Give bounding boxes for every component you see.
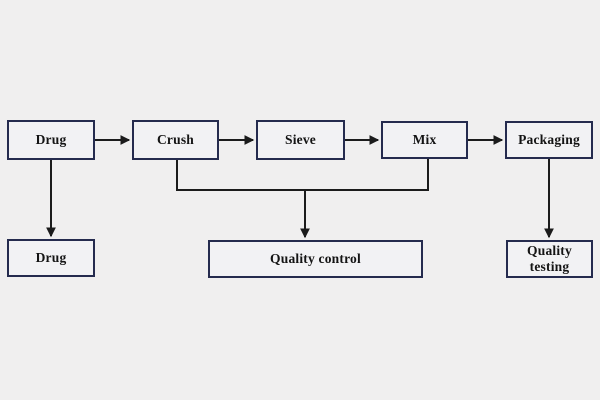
edge-crush-mix-merge-line xyxy=(176,159,429,191)
node-quality-testing: Quality testing xyxy=(506,240,593,278)
node-crush: Crush xyxy=(132,120,219,160)
node-sieve: Sieve xyxy=(256,120,345,160)
node-drug-store: Drug xyxy=(7,239,95,277)
node-mix: Mix xyxy=(381,121,468,159)
node-drug-source: Drug xyxy=(7,120,95,160)
node-packaging: Packaging xyxy=(505,121,593,159)
node-quality-control: Quality control xyxy=(208,240,423,278)
